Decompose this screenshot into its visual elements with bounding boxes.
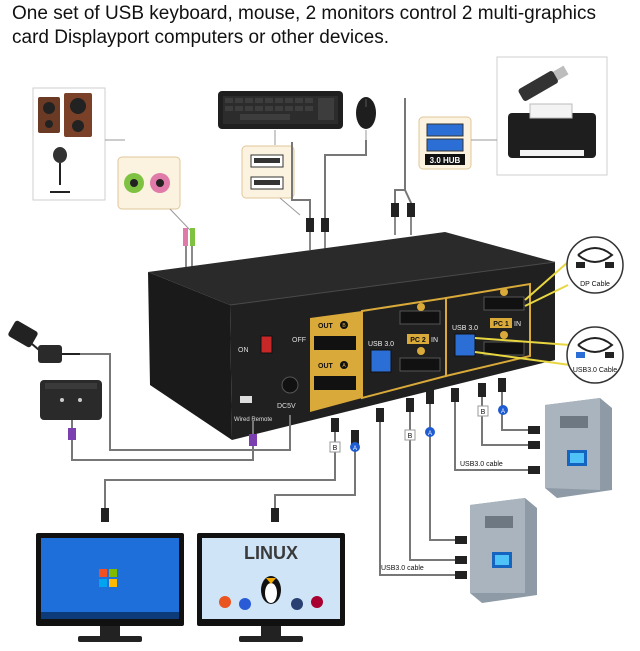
usb30-cable-pc2-label: USB3.0 cable	[381, 565, 424, 572]
usb30-cable-pc1-label: USB3.0 cable	[460, 461, 503, 468]
pc1-dp-b-port	[483, 296, 525, 311]
hub-label: 3.0 HUB	[430, 156, 461, 165]
pc2-dp-a-port	[399, 357, 441, 372]
svg-text:B: B	[408, 433, 413, 440]
headline-line-2: card Displayport computers or other devi…	[12, 27, 389, 48]
keyboard-icon	[218, 91, 343, 129]
dp-cable-icon: DP Cable	[566, 236, 624, 294]
wired-remote-icon	[40, 380, 102, 420]
pc1-usb-port	[454, 333, 476, 357]
svg-text:B: B	[342, 323, 346, 329]
pc2-usb-port	[370, 349, 392, 373]
usb-hub-icon: 3.0 HUB	[418, 116, 472, 170]
usb30-cable-icon: USB3.0 Cable	[566, 326, 624, 384]
cable-tag-b-pc1: B	[477, 405, 489, 417]
cable-tag-a-pc2: A	[425, 427, 435, 437]
usb-drive-printer-icon	[496, 56, 608, 176]
cable-tag-b-out: B	[329, 441, 341, 453]
audio-jack-icon	[117, 156, 181, 210]
headline-line-1: One set of USB keyboard, mouse, 2 monito…	[12, 3, 596, 24]
on-label: ON	[238, 347, 249, 354]
dc-jack	[281, 376, 299, 394]
wired-remote-port	[240, 396, 252, 403]
pc2-dp-b-port	[399, 310, 441, 325]
usb30-right-label: USB 3.0	[452, 325, 478, 332]
dc-label: DC5V	[277, 403, 296, 410]
power-switch	[260, 335, 273, 354]
computer-pc2-icon	[470, 498, 537, 603]
cable-tag-b-pc2: B	[404, 429, 416, 441]
svg-text:A: A	[501, 409, 505, 415]
svg-text:B: B	[333, 445, 338, 452]
svg-text:A: A	[342, 363, 346, 369]
off-label: OFF	[292, 337, 306, 344]
pc1-label: PC 1	[493, 321, 509, 328]
cable-tag-a-pc1: A	[498, 405, 508, 415]
mouse-icon	[356, 97, 376, 129]
kvm-switch: ON OFF DC5V Wired Remote OUT B OUT A USB…	[148, 232, 556, 440]
audio-devices-icon	[32, 87, 106, 201]
cable-tag-a-out: A	[350, 442, 360, 452]
svg-text:IN: IN	[514, 321, 521, 328]
dp-cable-label: DP Cable	[580, 281, 610, 288]
svg-text:IN: IN	[431, 337, 438, 344]
svg-text:A: A	[353, 446, 357, 452]
usb30-cable-label: USB3.0 Cable	[573, 367, 617, 374]
out-a-label: OUT	[318, 363, 334, 370]
headline: One set of USB keyboard, mouse, 2 monito…	[12, 2, 632, 50]
out-b-label: OUT	[318, 323, 334, 330]
monitor-right-icon: LINUX	[197, 533, 345, 642]
out-b-port	[314, 336, 356, 350]
svg-text:A: A	[428, 431, 432, 437]
monitor-left-icon	[36, 533, 184, 642]
usb-ports-icon	[241, 145, 295, 199]
pc2-label: PC 2	[410, 337, 426, 344]
svg-text:B: B	[481, 409, 486, 416]
out-a-port	[314, 376, 356, 390]
power-adapter-icon	[8, 320, 80, 363]
computer-pc1-icon	[545, 398, 612, 498]
linux-screen-text: LINUX	[244, 543, 298, 563]
usb30-left-label: USB 3.0	[368, 341, 394, 348]
